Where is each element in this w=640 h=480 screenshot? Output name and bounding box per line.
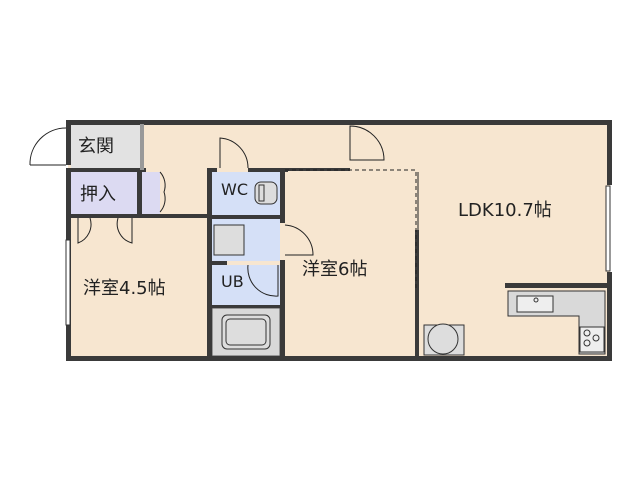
room-label-wc: WC xyxy=(221,180,248,199)
room-label-ldk: LDK10.7帖 xyxy=(458,200,552,221)
bathtub-icon xyxy=(221,314,271,350)
washbasin-icon xyxy=(213,224,245,256)
room-label-western-6: 洋室6帖 xyxy=(302,259,368,280)
room-label-ub: UB xyxy=(221,272,244,291)
entrance-floor xyxy=(71,125,140,168)
room-label-entrance: 玄関 xyxy=(78,136,114,157)
room-label-closet: 押入 xyxy=(80,184,116,205)
closet-floor xyxy=(71,172,137,215)
room-label-western-4-5: 洋室4.5帖 xyxy=(83,278,166,299)
washing-machine-icon xyxy=(427,323,459,355)
small-closet-floor xyxy=(142,172,160,214)
toilet-icon xyxy=(254,181,278,205)
sink-icon xyxy=(516,295,554,313)
ub-floor xyxy=(212,265,280,305)
stove-icon xyxy=(579,326,605,353)
corridor-floor xyxy=(68,122,610,360)
door-swings xyxy=(29,125,419,297)
